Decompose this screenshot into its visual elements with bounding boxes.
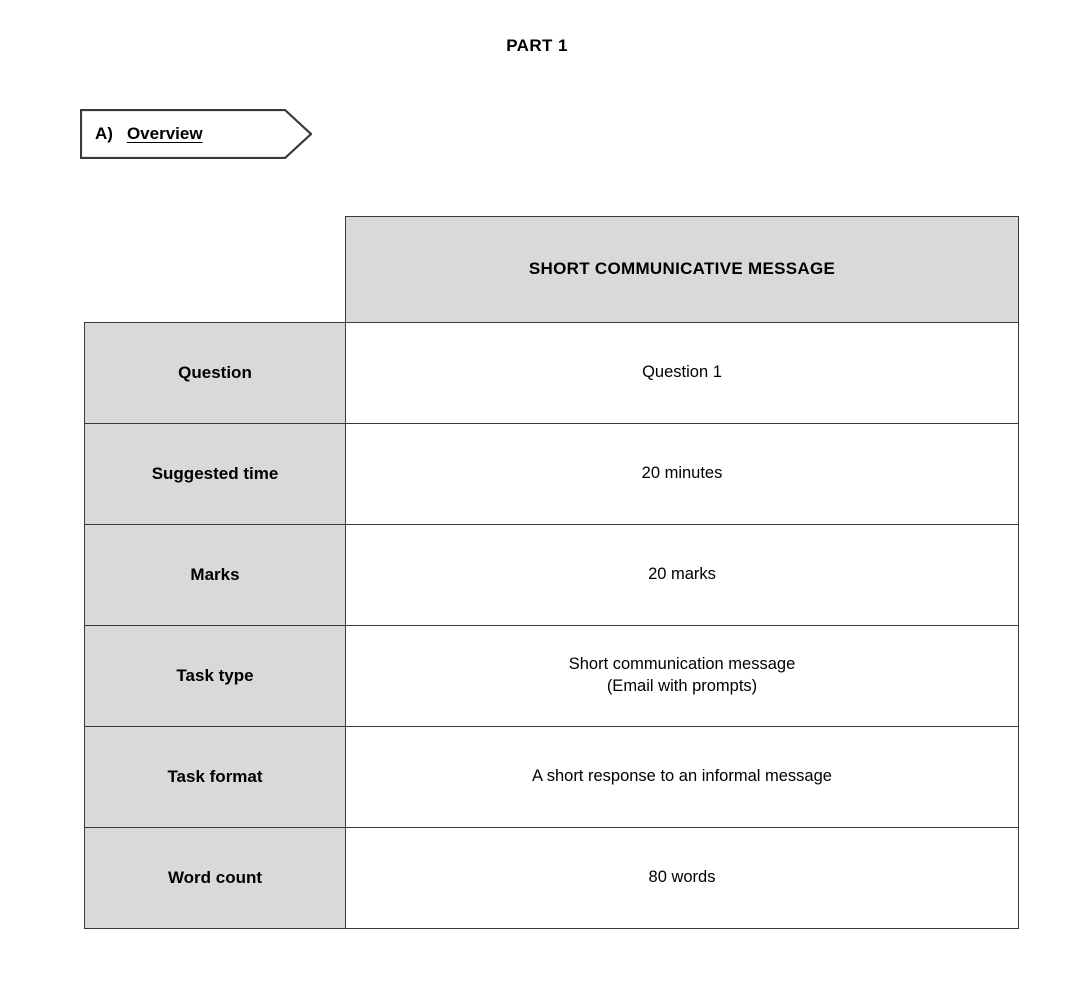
row-label-marks: Marks [84, 524, 346, 626]
table-row: Marks 20 marks [84, 524, 1019, 626]
section-label: Overview [126, 124, 203, 143]
table-row: Suggested time 20 minutes [84, 423, 1019, 525]
row-label-question: Question [84, 322, 346, 424]
section-letter: A) [95, 124, 113, 143]
table-column-header: SHORT COMMUNICATIVE MESSAGE [345, 216, 1019, 323]
value-line-1: Short communication message [568, 655, 796, 674]
value-line-1: 20 minutes [641, 464, 723, 483]
row-value-marks: 20 marks [345, 524, 1019, 626]
row-value-word-count: 80 words [345, 827, 1019, 929]
table-corner-cell [85, 217, 346, 323]
row-value-task-format: A short response to an informal message [345, 726, 1019, 828]
table-row: Task type Short communication message (E… [84, 625, 1019, 727]
table-row: Task format A short response to an infor… [84, 726, 1019, 828]
value-line-2: (Email with prompts) [606, 677, 758, 695]
row-label-task-format: Task format [84, 726, 346, 828]
row-label-suggested-time: Suggested time [84, 423, 346, 525]
value-line-1: 80 words [648, 868, 716, 887]
value-line-1: A short response to an informal message [532, 767, 832, 786]
row-label-word-count: Word count [84, 827, 346, 929]
table-header-row: SHORT COMMUNICATIVE MESSAGE [85, 216, 1019, 323]
row-value-task-type: Short communication message (Email with … [345, 625, 1019, 727]
section-banner: A) Overview [80, 109, 312, 159]
page-title: PART 1 [506, 36, 568, 55]
value-line-1: 20 marks [648, 565, 716, 584]
overview-table: SHORT COMMUNICATIVE MESSAGE Question Que… [84, 216, 1019, 929]
row-value-suggested-time: 20 minutes [345, 423, 1019, 525]
value-line-1: Question 1 [642, 363, 722, 382]
table-row: Question Question 1 [84, 322, 1019, 424]
row-value-question: Question 1 [345, 322, 1019, 424]
section-banner-text: A) Overview [95, 109, 203, 159]
banner-arrow-shape [80, 109, 312, 159]
table-row: Word count 80 words [84, 827, 1019, 929]
row-label-task-type: Task type [84, 625, 346, 727]
